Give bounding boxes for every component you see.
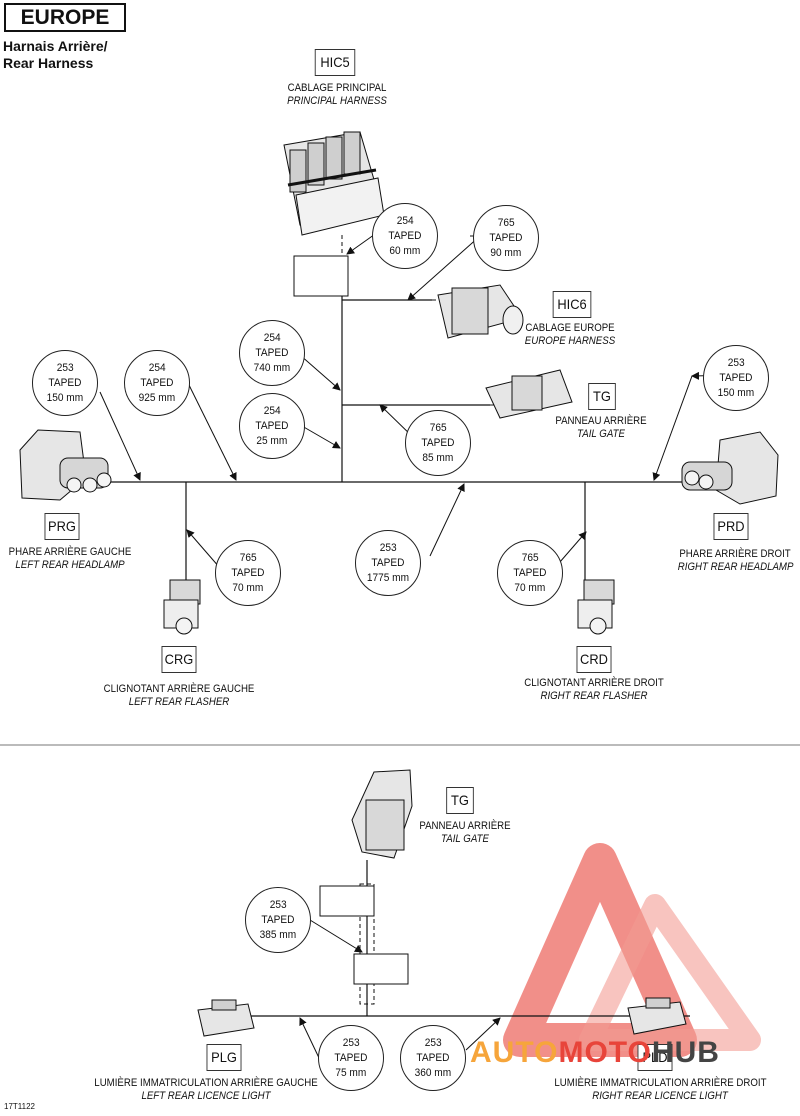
hic6-connector-icon — [437, 284, 524, 339]
hic5-connector-icon — [283, 131, 385, 236]
subtitle-en: Rear Harness — [3, 55, 94, 71]
prg-headlamp-icon — [19, 429, 112, 501]
prd-code: PRD — [713, 513, 749, 540]
figure-ref: 17T1122 — [4, 1102, 35, 1111]
hic5-code: HIC5 — [314, 49, 356, 76]
crg-flasher-icon — [163, 579, 201, 635]
prd-headlamp-icon — [681, 431, 779, 505]
crg-code: CRG — [161, 646, 197, 673]
subtitle-fr: Harnais Arrière/ — [3, 38, 108, 54]
plg-code: PLG — [206, 1044, 242, 1071]
pld-connector-icon — [627, 997, 687, 1035]
tg2-connector-icon — [351, 769, 413, 859]
pld-code: PLD — [637, 1044, 673, 1071]
prg-code: PRG — [44, 513, 80, 540]
tg-connector-icon — [485, 369, 573, 419]
tg2-code: TG — [446, 787, 474, 814]
crd-code: CRD — [576, 646, 612, 673]
hic6-code: HIC6 — [552, 291, 592, 318]
crd-flasher-icon — [577, 579, 615, 635]
tg-code: TG — [588, 383, 616, 410]
watermark-text: AUTOMOTOHUB — [470, 1036, 720, 1069]
page-title: EUROPE — [4, 3, 126, 32]
watermark-logo-icon — [503, 843, 761, 1057]
plg-connector-icon — [197, 999, 255, 1037]
